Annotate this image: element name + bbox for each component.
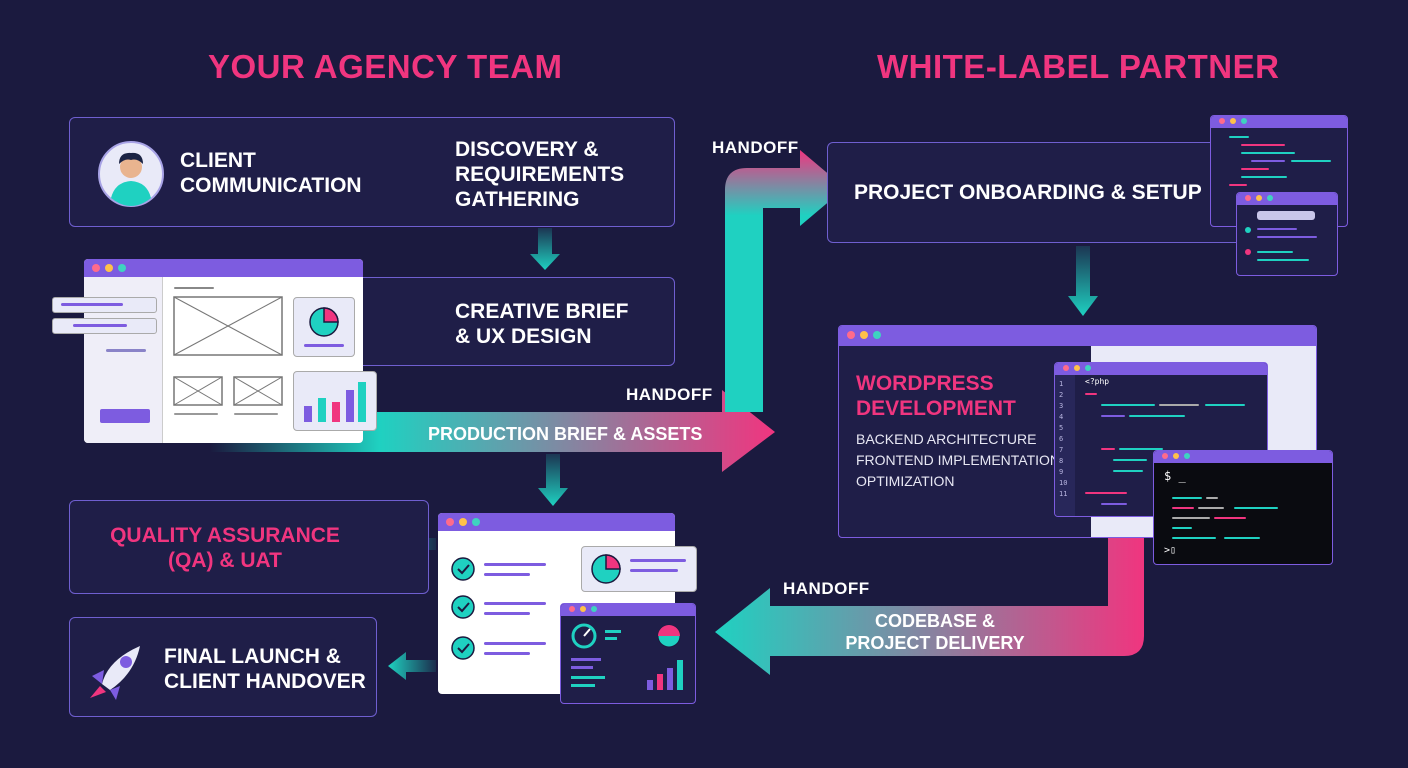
bar-card — [293, 371, 377, 431]
wordpress-item-optimization: OPTIMIZATION — [856, 473, 955, 489]
client-discovery-box — [69, 117, 675, 227]
brief-down-arrow — [538, 454, 568, 506]
pie-chart-icon — [591, 554, 621, 584]
dashboard-window — [560, 603, 696, 704]
agency-team-heading: YOUR AGENCY TEAM — [208, 48, 563, 85]
terminal-window: $ _ >▯ — [1153, 450, 1333, 565]
line-number: 1 — [1059, 380, 1064, 388]
php-tag: <?php — [1085, 377, 1110, 386]
line-numbers: 1 2 3 4 5 6 7 8 9 10 11 — [1059, 379, 1073, 500]
launch-label: FINAL LAUNCH & CLIENT HANDOVER — [164, 645, 366, 693]
line-number: 8 — [1059, 457, 1064, 465]
pie-chart-icon — [309, 307, 339, 337]
launch-left-arrow — [388, 652, 436, 680]
onboarding-label: PROJECT ONBOARDING & SETUP — [854, 181, 1202, 204]
qa-label: QUALITY ASSURANCE (QA) & UAT — [110, 524, 340, 572]
image-placeholder-icon — [173, 296, 283, 356]
line-number: 5 — [1059, 424, 1064, 432]
chat-window-small — [1236, 192, 1338, 276]
dashboard-charts-icon — [571, 623, 683, 690]
creative-brief-label: CREATIVE BRIEF & UX DESIGN — [455, 300, 629, 348]
handoff-bottom-label: HANDOFF — [783, 579, 870, 598]
upward-handoff-arrow — [725, 150, 845, 412]
floating-menu-item — [52, 318, 157, 334]
delivery-arrow — [715, 530, 1144, 675]
client-avatar-icon — [98, 141, 164, 207]
bar-chart-icon — [304, 382, 366, 422]
wordpress-item-backend: BACKEND ARCHITECTURE — [856, 431, 1037, 447]
line-number: 4 — [1059, 413, 1064, 421]
handoff-top-label: HANDOFF — [712, 138, 799, 157]
delivery-label: CODEBASE & PROJECT DELIVERY — [845, 611, 1025, 653]
line-number: 9 — [1059, 468, 1064, 476]
floating-menu-item — [52, 297, 157, 313]
rocket-icon — [90, 646, 140, 700]
onboarding-box — [827, 142, 1243, 243]
checklist-icon — [451, 557, 475, 660]
discovery-label: DISCOVERY & REQUIREMENTS GATHERING — [455, 138, 625, 211]
qa-pie-card — [581, 546, 697, 592]
terminal-prompt: $ _ — [1164, 469, 1186, 483]
image-placeholder-small-icon — [173, 376, 223, 406]
pie-card — [293, 297, 355, 357]
client-communication-label: CLIENT COMMUNICATION — [180, 149, 362, 197]
qa-box — [69, 500, 429, 594]
wordpress-title: WORDPRESS DEVELOPMENT — [856, 372, 1016, 420]
handoff-middle-label: HANDOFF — [626, 385, 713, 404]
line-number: 2 — [1059, 391, 1064, 399]
line-number: 11 — [1059, 490, 1068, 498]
line-number: 3 — [1059, 402, 1064, 410]
white-label-partner-heading: WHITE-LABEL PARTNER — [877, 48, 1280, 85]
terminal-cursor: >▯ — [1164, 545, 1177, 556]
line-number: 6 — [1059, 435, 1064, 443]
discovery-down-arrow — [530, 228, 560, 270]
wordpress-item-frontend: FRONTEND IMPLEMENTATION — [856, 452, 1061, 468]
onboarding-down-arrow — [1068, 246, 1098, 316]
production-brief-label: PRODUCTION BRIEF & ASSETS — [428, 424, 703, 444]
image-placeholder-small-icon — [233, 376, 283, 406]
line-number: 7 — [1059, 446, 1064, 454]
line-number: 10 — [1059, 479, 1068, 487]
